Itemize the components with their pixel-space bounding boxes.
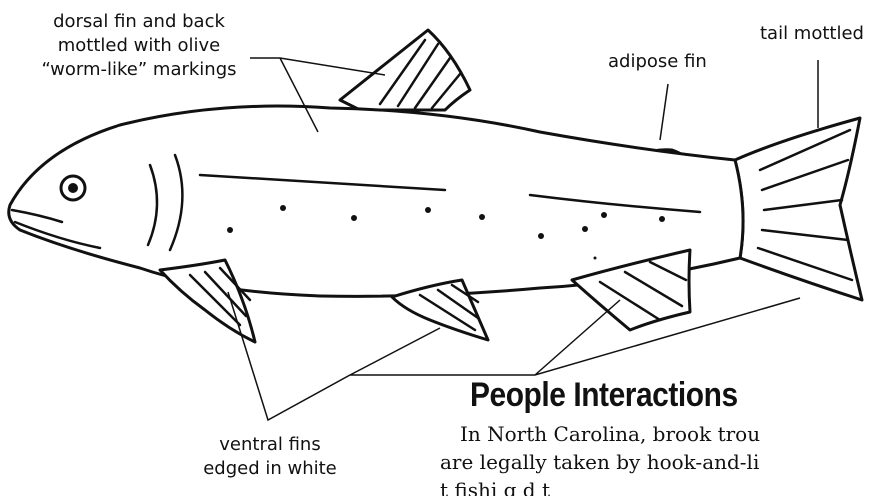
section-heading: People Interactions — [470, 376, 738, 415]
label-dorsal-line2: mottled with olive — [8, 34, 270, 58]
body-line-1: In North Carolina, brook trou — [440, 420, 882, 448]
label-tail: tail mottled — [760, 22, 864, 46]
label-dorsal-line3: “worm-like” markings — [8, 58, 270, 82]
label-adipose-fin: adipose fin — [608, 50, 707, 74]
label-dorsal: dorsal fin and back mottled with olive “… — [8, 10, 270, 82]
body-line-2: are legally taken by hook-and-li — [440, 448, 882, 476]
section-body: In North Carolina, brook trou are legall… — [440, 420, 882, 496]
caudal-fin — [735, 118, 862, 300]
leader-adipose — [660, 84, 668, 140]
label-ventral-line1: ventral fins — [195, 433, 345, 457]
label-ventral: ventral fins edged in white — [195, 433, 345, 481]
body-line-3: t fishi g d t — [440, 476, 882, 496]
label-ventral-line2: edged in white — [195, 457, 345, 481]
label-dorsal-line1: dorsal fin and back — [8, 10, 270, 34]
